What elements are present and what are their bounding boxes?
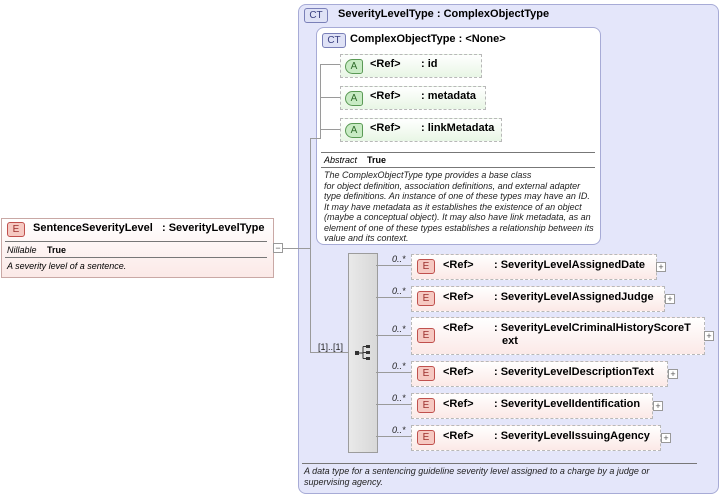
attribute-icon: A <box>345 91 363 106</box>
attribute-name: : linkMetadata <box>421 122 495 134</box>
element-icon: E <box>417 366 435 381</box>
occurrence: 0..* <box>392 361 406 371</box>
child-element-criminal-history[interactable] <box>411 317 705 355</box>
child-element-identification[interactable] <box>411 393 653 419</box>
nillable-value: True <box>47 245 67 255</box>
element-ref: <Ref> <box>443 366 474 378</box>
element-ref: <Ref> <box>443 259 474 271</box>
outer-type-ct-icon: CT <box>304 8 328 23</box>
expand-icon[interactable]: + <box>653 401 663 411</box>
attribute-linkmetadata[interactable] <box>340 118 502 142</box>
abstract-label: Abstract <box>324 155 358 165</box>
expand-icon[interactable]: + <box>656 262 666 272</box>
occurrence: 0..* <box>392 425 406 435</box>
element-name-continued: ext <box>502 335 518 347</box>
attribute-name: : id <box>421 58 438 70</box>
child-element-issuing-agency[interactable] <box>411 425 661 451</box>
occurrence: 0..* <box>392 324 406 334</box>
element-icon: E <box>417 259 435 274</box>
attribute-ref: <Ref> <box>370 58 401 70</box>
attribute-icon: A <box>345 59 363 74</box>
inner-type-title: ComplexObjectType : <None> <box>350 33 506 45</box>
element-name: : SeverityLevelIdentification <box>494 398 641 410</box>
element-name: : SeverityLevelCriminalHistoryScoreT <box>494 322 691 334</box>
element-ref: <Ref> <box>443 322 474 334</box>
root-element-box[interactable] <box>1 218 274 278</box>
element-icon: E <box>417 291 435 306</box>
element-icon: E <box>417 398 435 413</box>
expand-icon[interactable]: + <box>665 294 675 304</box>
child-element-assigned-date[interactable] <box>411 254 657 280</box>
expand-icon[interactable]: + <box>661 433 671 443</box>
attribute-ref: <Ref> <box>370 122 401 134</box>
element-ref: <Ref> <box>443 291 474 303</box>
root-element-description: A severity level of a sentence. <box>7 261 127 271</box>
expand-icon[interactable]: + <box>704 331 714 341</box>
outer-type-plus-icon <box>317 10 327 20</box>
occurrence: 0..* <box>392 393 406 403</box>
attribute-icon: A <box>345 123 363 138</box>
attribute-name: : metadata <box>421 90 477 102</box>
abstract-value: True <box>367 155 387 165</box>
expand-icon[interactable]: + <box>668 369 678 379</box>
element-ref: <Ref> <box>443 398 474 410</box>
outer-type-description: A data type for a sentencing guideline s… <box>304 466 650 487</box>
child-element-assigned-judge[interactable] <box>411 286 665 312</box>
occurrence: 0..* <box>392 254 406 264</box>
element-icon: E <box>417 430 435 445</box>
root-element-type: : SeverityLevelType <box>162 222 265 234</box>
nillable-label: Nillable <box>7 245 37 255</box>
element-icon: E <box>417 328 435 343</box>
element-name: : SeverityLevelIssuingAgency <box>494 430 650 442</box>
root-element-name: SentenceSeverityLevel <box>33 222 153 234</box>
collapse-icon[interactable]: − <box>273 243 283 253</box>
inner-type-ct-icon: CT <box>322 33 346 48</box>
occurrence: 0..* <box>392 286 406 296</box>
inner-type-description: The ComplexObjectType type provides a ba… <box>324 170 594 243</box>
element-name: : SeverityLevelAssignedJudge <box>494 291 654 303</box>
element-icon: E <box>7 222 25 237</box>
outer-type-title: SeverityLevelType : ComplexObjectType <box>338 8 550 20</box>
attribute-metadata[interactable] <box>340 86 486 110</box>
element-name: : SeverityLevelDescriptionText <box>494 366 654 378</box>
element-ref: <Ref> <box>443 430 474 442</box>
attribute-id[interactable] <box>340 54 482 78</box>
child-element-description-text[interactable] <box>411 361 668 387</box>
attribute-ref: <Ref> <box>370 90 401 102</box>
element-name: : SeverityLevelAssignedDate <box>494 259 646 271</box>
sequence-icon <box>355 345 370 360</box>
sequence-occurrence: [1]..[1] <box>318 342 344 352</box>
